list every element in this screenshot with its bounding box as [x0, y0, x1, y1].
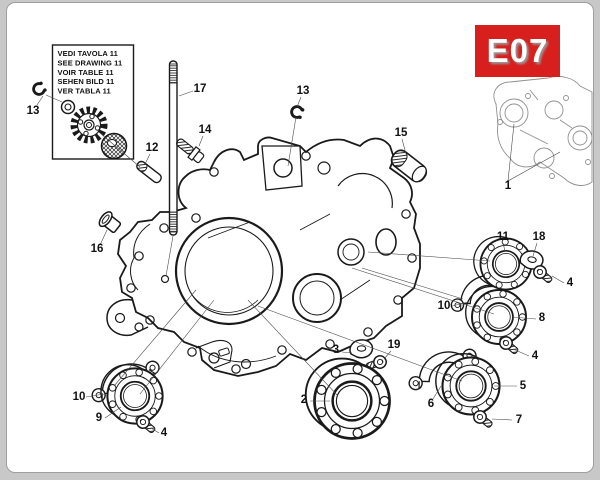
note-box-line: VEDI TAVOLA 11 — [58, 49, 118, 58]
leader-lines — [45, 94, 495, 397]
note-box-line: SEHEN BILD 11 — [58, 77, 115, 86]
part-leader-7 — [491, 418, 513, 421]
gear-drawing — [70, 106, 108, 144]
part-leader-4 — [512, 348, 530, 357]
pin-12 — [136, 160, 162, 184]
part-label-11: 11 — [497, 231, 510, 243]
part-label-7: 7 — [516, 414, 522, 426]
part-label-10: 10 — [73, 391, 86, 403]
roller-15 — [390, 149, 428, 183]
washer-drawing — [60, 99, 76, 115]
note-box-line: VER TABLA 11 — [58, 87, 111, 96]
part-label-9: 9 — [96, 412, 102, 424]
part-label-1: 1 — [505, 180, 512, 192]
part-leader-17 — [178, 90, 194, 97]
part-label-19: 19 — [388, 339, 401, 351]
part-leader-18 — [532, 242, 538, 257]
part-leader-6 — [432, 385, 442, 400]
part-leader-12 — [144, 153, 151, 165]
engine-overview-drawing — [493, 75, 593, 186]
part-leader-14 — [198, 135, 204, 147]
circlip-13-left — [30, 79, 49, 98]
stud-17 — [168, 60, 178, 236]
part-leader-1 — [507, 123, 515, 182]
part-label-10: 10 — [438, 300, 451, 312]
part-leader-4 — [150, 427, 160, 434]
part-label-4: 4 — [532, 350, 539, 362]
note-box — [51, 44, 135, 160]
part-label-17: 17 — [194, 83, 207, 95]
part-leader-19 — [383, 350, 392, 360]
part-label-12: 12 — [146, 142, 159, 154]
part-label-15: 15 — [395, 127, 408, 139]
part-label-8: 8 — [539, 312, 546, 324]
part-leader-4 — [551, 275, 565, 284]
circlip-13-top — [288, 103, 307, 121]
part-label-14: 14 — [199, 124, 212, 136]
part-label-6: 6 — [428, 398, 434, 410]
part-label-13: 13 — [27, 105, 40, 117]
part-leader-11 — [502, 242, 506, 252]
crankcase-drawing — [106, 136, 421, 377]
part-label-3: 3 — [333, 344, 339, 356]
part-leader-8 — [511, 316, 537, 320]
bearing-2 — [304, 357, 391, 440]
bolt-14 — [176, 138, 205, 164]
part-leader-10 — [85, 393, 105, 398]
part-leader-10 — [451, 301, 469, 307]
part-leader-13 — [36, 95, 44, 106]
part-label-4: 4 — [567, 277, 574, 289]
part-leader-1 — [507, 151, 561, 182]
part-label-16: 16 — [91, 243, 104, 255]
part-leader-9 — [104, 406, 122, 419]
lock-tab-3 — [349, 339, 374, 359]
part-leader-16 — [99, 229, 108, 246]
page-code-text: E07 — [486, 32, 549, 69]
page-code-badge: E07 — [475, 25, 560, 77]
bushing-16 — [98, 211, 122, 234]
part-label-2: 2 — [301, 394, 307, 406]
part-leader-3 — [341, 351, 353, 354]
note-box-line: VOIR TABLE 11 — [58, 68, 114, 77]
part-label-18: 18 — [533, 231, 546, 243]
part-label-4: 4 — [161, 427, 168, 439]
note-box-line: SEE DRAWING 11 — [58, 58, 123, 67]
part-leader-15 — [401, 138, 407, 155]
part-leader-13 — [296, 96, 302, 108]
bearing-8 — [464, 285, 527, 345]
part-label-13: 13 — [297, 85, 310, 97]
part-label-5: 5 — [520, 380, 527, 392]
